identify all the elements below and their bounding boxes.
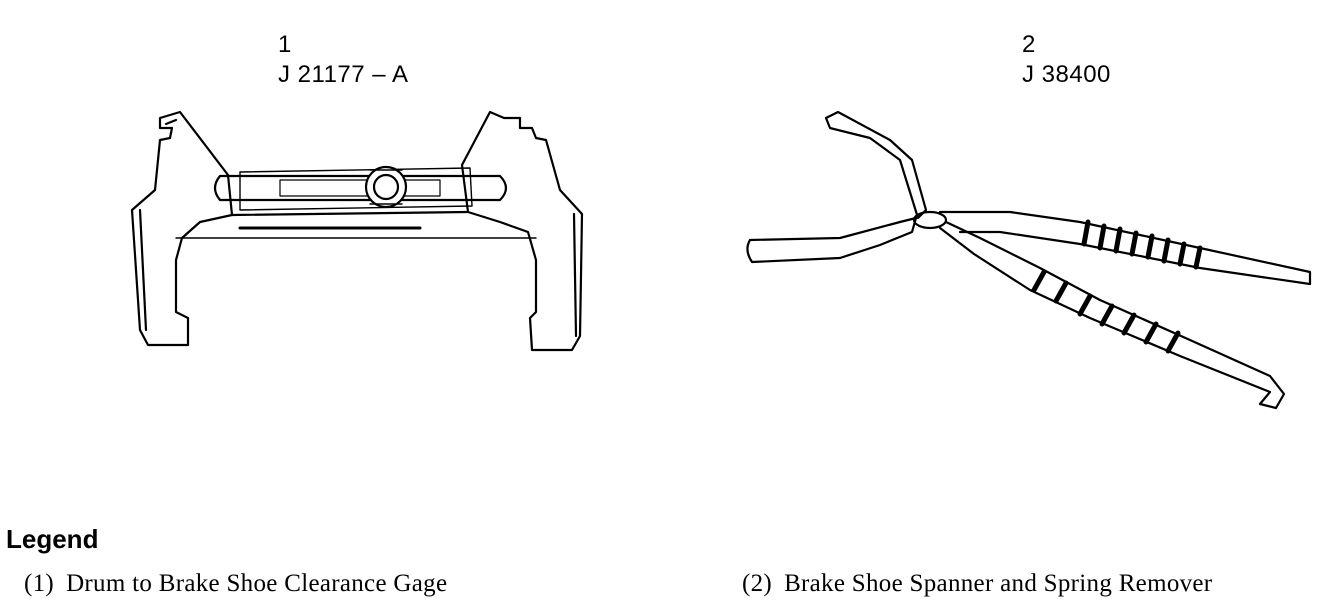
- tool-1-label: 1 J 21177 – A: [278, 30, 409, 90]
- tool-2-part-number: J 38400: [1022, 61, 1111, 88]
- spring-pliers-drawing: [746, 110, 1312, 410]
- legend-item: (1) Drum to Brake Shoe Clearance Gage: [24, 568, 447, 600]
- tool-2-number: 2: [1022, 31, 1036, 58]
- clearance-gage-drawing: [130, 110, 584, 352]
- legend-item-number: (2): [742, 570, 773, 597]
- legend-item-number: (1): [24, 570, 55, 597]
- legend-item-label: Brake Shoe Spanner and Spring Remover: [784, 570, 1213, 597]
- tool-1-part-number: J 21177 – A: [278, 61, 409, 88]
- tool-1-number: 1: [278, 31, 292, 58]
- tool-2-label: 2 J 38400: [1022, 30, 1111, 90]
- legend-item: (2) Brake Shoe Spanner and Spring Remover: [742, 568, 1212, 600]
- legend-title: Legend: [6, 524, 99, 554]
- legend-item-label: Drum to Brake Shoe Clearance Gage: [66, 570, 448, 597]
